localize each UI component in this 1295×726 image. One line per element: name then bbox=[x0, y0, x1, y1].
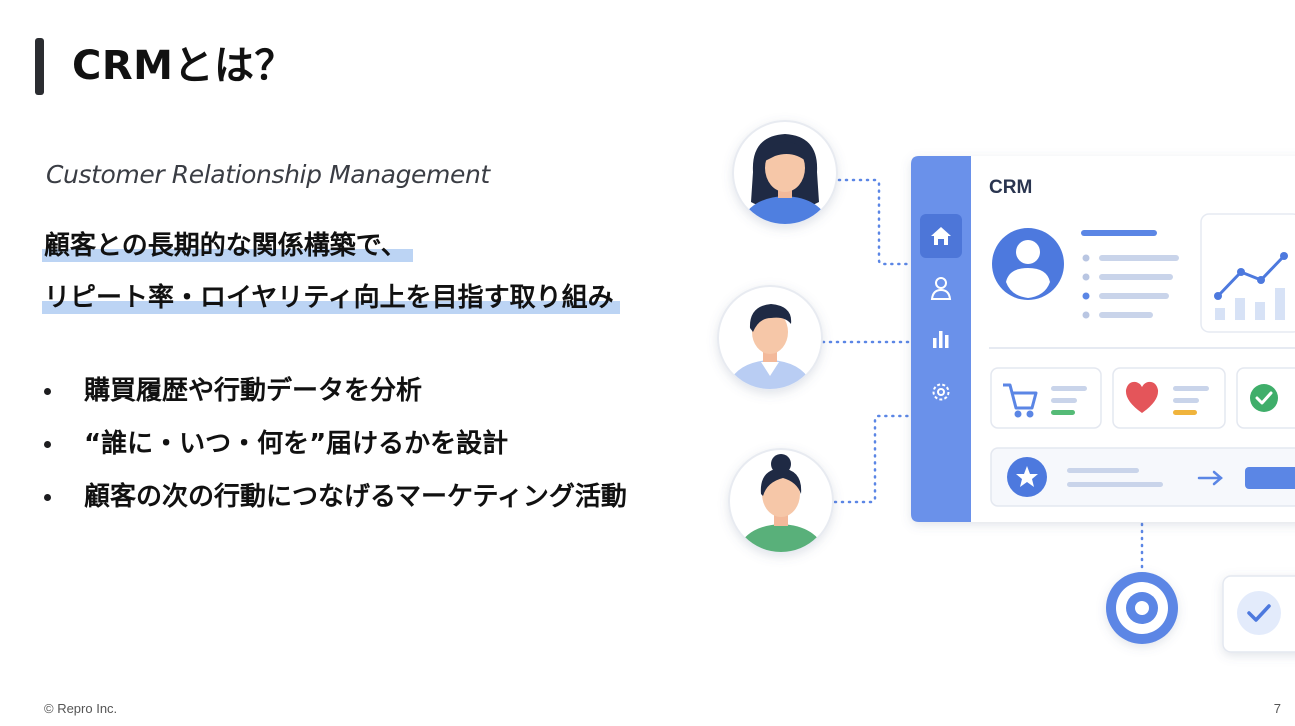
crm-dashboard: CRM bbox=[911, 156, 1295, 522]
list-item-text: 顧客の次の行動につなげるマーケティング活動 bbox=[84, 482, 627, 512]
heart-icon bbox=[1125, 381, 1159, 413]
gear-icon bbox=[932, 383, 950, 401]
list-item: “誰に・いつ・何を”届けるかを設計 bbox=[44, 423, 627, 476]
crm-illustration: CRM bbox=[717, 120, 1295, 653]
arrow-right-icon bbox=[1197, 470, 1223, 486]
bullet-dot bbox=[44, 388, 51, 395]
page-number: 7 bbox=[1273, 701, 1281, 716]
list-item: 購買履歴や行動データを分析 bbox=[44, 370, 627, 423]
lead-line-1-text: 顧客との長期的な関係構築で、 bbox=[44, 231, 407, 261]
lead-line-1: 顧客との長期的な関係構築で、 bbox=[42, 226, 413, 266]
cart-icon bbox=[1003, 383, 1038, 418]
highlight-marker bbox=[42, 249, 413, 262]
bar-chart-icon bbox=[933, 331, 949, 348]
title-accent-bar bbox=[35, 38, 44, 95]
copyright-footer: © Repro Inc. bbox=[44, 701, 118, 716]
home-icon bbox=[931, 227, 951, 245]
bullet-dot bbox=[44, 441, 51, 448]
dashboard-title: CRM bbox=[989, 177, 1032, 198]
subtitle: Customer Relationship Management bbox=[46, 160, 490, 189]
completion-card bbox=[1222, 575, 1295, 653]
customer-avatar-woman-bun bbox=[728, 448, 834, 554]
bullet-dot bbox=[44, 494, 51, 501]
target-icon bbox=[1106, 572, 1178, 644]
list-item-text: “誰に・いつ・何を”届けるかを設計 bbox=[84, 429, 509, 459]
lead-line-2: リピート率・ロイヤリティ向上を目指す取り組み bbox=[42, 278, 620, 318]
list-item-text: 購買履歴や行動データを分析 bbox=[84, 376, 423, 406]
connector-lines bbox=[821, 178, 1144, 570]
lead-line-2-text: リピート率・ロイヤリティ向上を目指す取り組み bbox=[44, 283, 614, 313]
customer-avatar-man bbox=[717, 285, 823, 391]
list-item: 顧客の次の行動につなげるマーケティング活動 bbox=[44, 476, 627, 529]
check-icon bbox=[1250, 384, 1278, 412]
bullet-list: 購買履歴や行動データを分析 “誰に・いつ・何を”届けるかを設計 顧客の次の行動に… bbox=[44, 370, 627, 529]
page-title: CRMとは？ bbox=[72, 43, 295, 89]
customer-avatar-woman bbox=[732, 120, 838, 226]
star-icon bbox=[1016, 466, 1038, 487]
highlight-marker bbox=[42, 301, 620, 314]
user-icon bbox=[930, 277, 952, 300]
